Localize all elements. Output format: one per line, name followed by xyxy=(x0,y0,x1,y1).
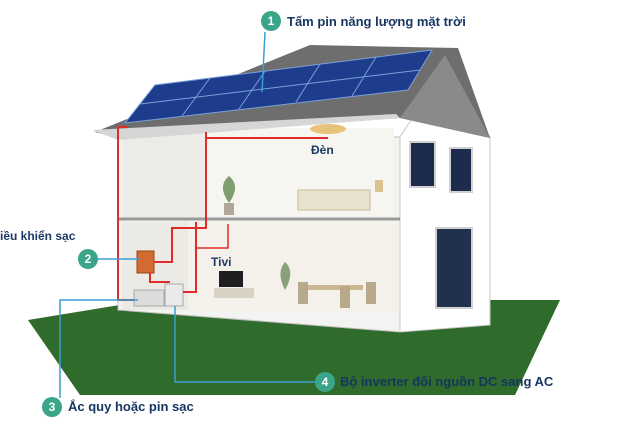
window-upper-left xyxy=(409,141,436,188)
callout-label-solar-panel: Tấm pin năng lượng mặt trời xyxy=(287,14,466,29)
lower-plant xyxy=(280,262,291,290)
inverter xyxy=(164,283,184,307)
inverter-to-tv-wire xyxy=(183,222,197,293)
callout-label-inverter: Bộ inverter đổi nguồn DC sang AC xyxy=(340,374,554,389)
lead-line-1 xyxy=(261,31,266,93)
upper-plant xyxy=(222,176,236,203)
lower-circuit-wire xyxy=(196,224,229,249)
lead-line-4 xyxy=(174,306,316,383)
roof-gable xyxy=(400,55,490,138)
upper-wire xyxy=(205,137,328,148)
tv-label: Tivi xyxy=(211,255,232,269)
upper-plant-pot xyxy=(224,203,234,215)
chair-1 xyxy=(298,282,308,304)
callout-badge-3: 3 xyxy=(42,397,62,417)
callout-badge-1: 1 xyxy=(261,11,281,31)
chair-2 xyxy=(340,286,350,308)
controller-to-inverter-wire xyxy=(149,273,170,283)
lamp-label: Đèn xyxy=(311,143,334,157)
charge-controller xyxy=(136,250,155,274)
left-upper-room xyxy=(122,132,206,218)
chair-3 xyxy=(366,282,376,304)
glass-door xyxy=(435,227,473,309)
callout-badge-4: 4 xyxy=(315,372,335,392)
tv xyxy=(219,271,243,287)
battery-bank xyxy=(133,289,165,307)
roof-edge xyxy=(92,114,400,140)
callout-badge-2: 2 xyxy=(78,249,98,269)
ceiling-lamp xyxy=(310,124,346,134)
dining-table xyxy=(305,285,363,290)
callout-label-battery: Ắc quy hoặc pin sạc xyxy=(68,399,194,414)
tv-cabinet xyxy=(214,288,254,298)
panel-to-controller-wire xyxy=(154,132,207,263)
bedside-lamp xyxy=(375,180,383,192)
callout-label-charge-controller: iều khiển sạc xyxy=(0,229,76,243)
solar-panel-array xyxy=(123,49,433,124)
lead-line-3 xyxy=(59,299,138,398)
solar-panel-grid xyxy=(123,49,433,124)
window-upper-right xyxy=(449,147,473,193)
bed xyxy=(297,189,371,211)
